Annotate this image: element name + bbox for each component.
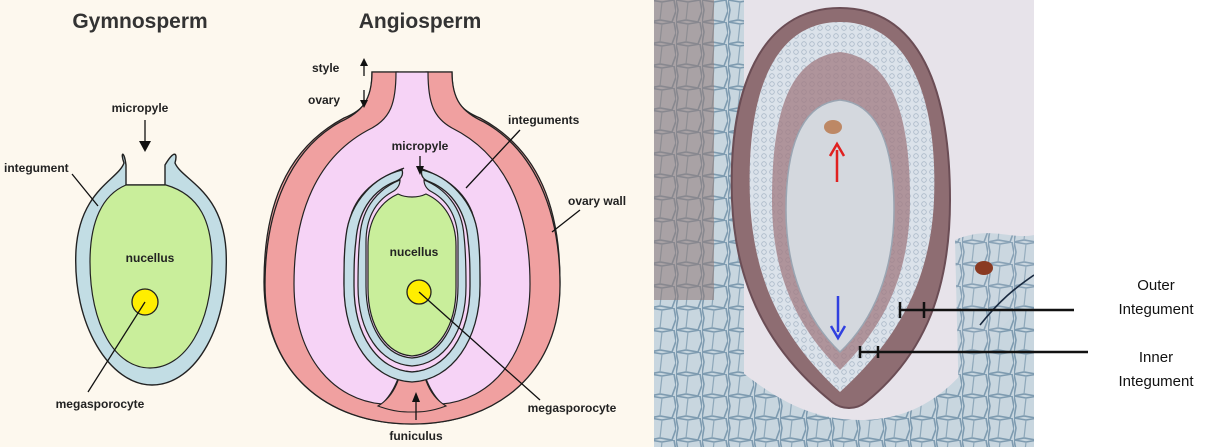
angiosperm-ovary-wall-leader: [552, 210, 580, 232]
right-tissue: [955, 233, 1034, 447]
gymnosperm-title: Gymnosperm: [72, 10, 207, 33]
gymnosperm-integument-label: integument: [4, 161, 69, 175]
outer-integument-label-line2: Integument: [1118, 301, 1194, 318]
micropylar-spot: [824, 120, 842, 134]
style-ovary-arrows: [360, 58, 368, 108]
gymnosperm-megasporocyte-label: megasporocyte: [56, 397, 145, 411]
gymnosperm-integument-leader: [72, 174, 98, 206]
angiosperm-style-label: style: [312, 61, 340, 75]
angiosperm-micropyle-label: micropyle: [392, 139, 449, 153]
angiosperm-funiculus-label: funiculus: [389, 429, 443, 443]
angiosperm-ovary-wall-label: ovary wall: [568, 194, 626, 208]
gymnosperm-micropyle-arrowhead: [139, 141, 151, 152]
angiosperm-ovary-label: ovary: [308, 93, 340, 107]
angiosperm-nucellus: [368, 194, 456, 356]
inner-integument-label-line2: Integument: [1118, 373, 1194, 390]
angiosperm-megasporocyte-label: megasporocyte: [528, 401, 617, 415]
outer-integument-label-line1: Outer: [1137, 277, 1175, 294]
inner-integument-label-line1: Inner: [1139, 349, 1173, 366]
gymnosperm-micropyle-label: micropyle: [112, 101, 169, 115]
angiosperm-title: Angiosperm: [359, 10, 482, 33]
left-dark-tissue: [654, 0, 714, 300]
micrograph-panel: [654, 0, 1034, 447]
gymnosperm-panel: Gymnosperm micropyle integument nucellus…: [4, 10, 226, 411]
angiosperm-integuments-label: integuments: [508, 113, 580, 127]
stained-particle: [975, 261, 993, 275]
gymnosperm-nucellus-label: nucellus: [126, 251, 175, 265]
angiosperm-nucellus-label: nucellus: [390, 245, 439, 259]
angiosperm-panel: Angiosperm style ovary micropyle integum…: [264, 10, 626, 443]
